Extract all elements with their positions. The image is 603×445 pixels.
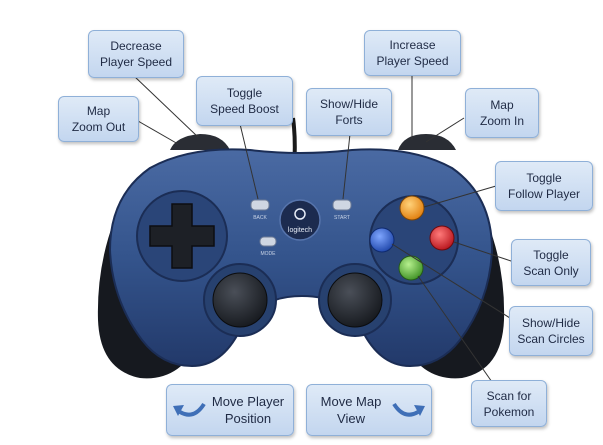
- line-scan-circles: [391, 243, 511, 319]
- line-decrease-speed: [133, 75, 199, 138]
- button-x: [369, 227, 395, 253]
- dpad: [149, 203, 215, 269]
- back-button: [250, 199, 270, 211]
- line-speed-boost: [239, 123, 259, 200]
- button-b: [429, 225, 455, 251]
- start-button: [332, 199, 352, 211]
- left-shoulder-button: [170, 134, 230, 150]
- right-stick: [327, 272, 383, 328]
- logo-text: logitech: [288, 227, 312, 234]
- logitech-logo: [279, 199, 321, 241]
- left-stick: [212, 272, 268, 328]
- button-a: [398, 255, 424, 281]
- line-zoom-in: [425, 117, 465, 143]
- back-label: BACK: [253, 215, 267, 221]
- start-label: START: [334, 215, 350, 221]
- line-follow-player: [423, 185, 497, 208]
- button-y: [399, 195, 425, 221]
- line-zoom-out: [137, 120, 179, 145]
- right-shoulder-button: [398, 134, 456, 150]
- line-forts: [342, 133, 351, 200]
- mode-label: MODE: [261, 251, 277, 257]
- logo-mark: [294, 208, 306, 220]
- leader-lines: [133, 75, 515, 383]
- line-scan-only: [453, 241, 515, 263]
- mode-button: [259, 236, 277, 247]
- line-scan-pokemon: [417, 275, 493, 383]
